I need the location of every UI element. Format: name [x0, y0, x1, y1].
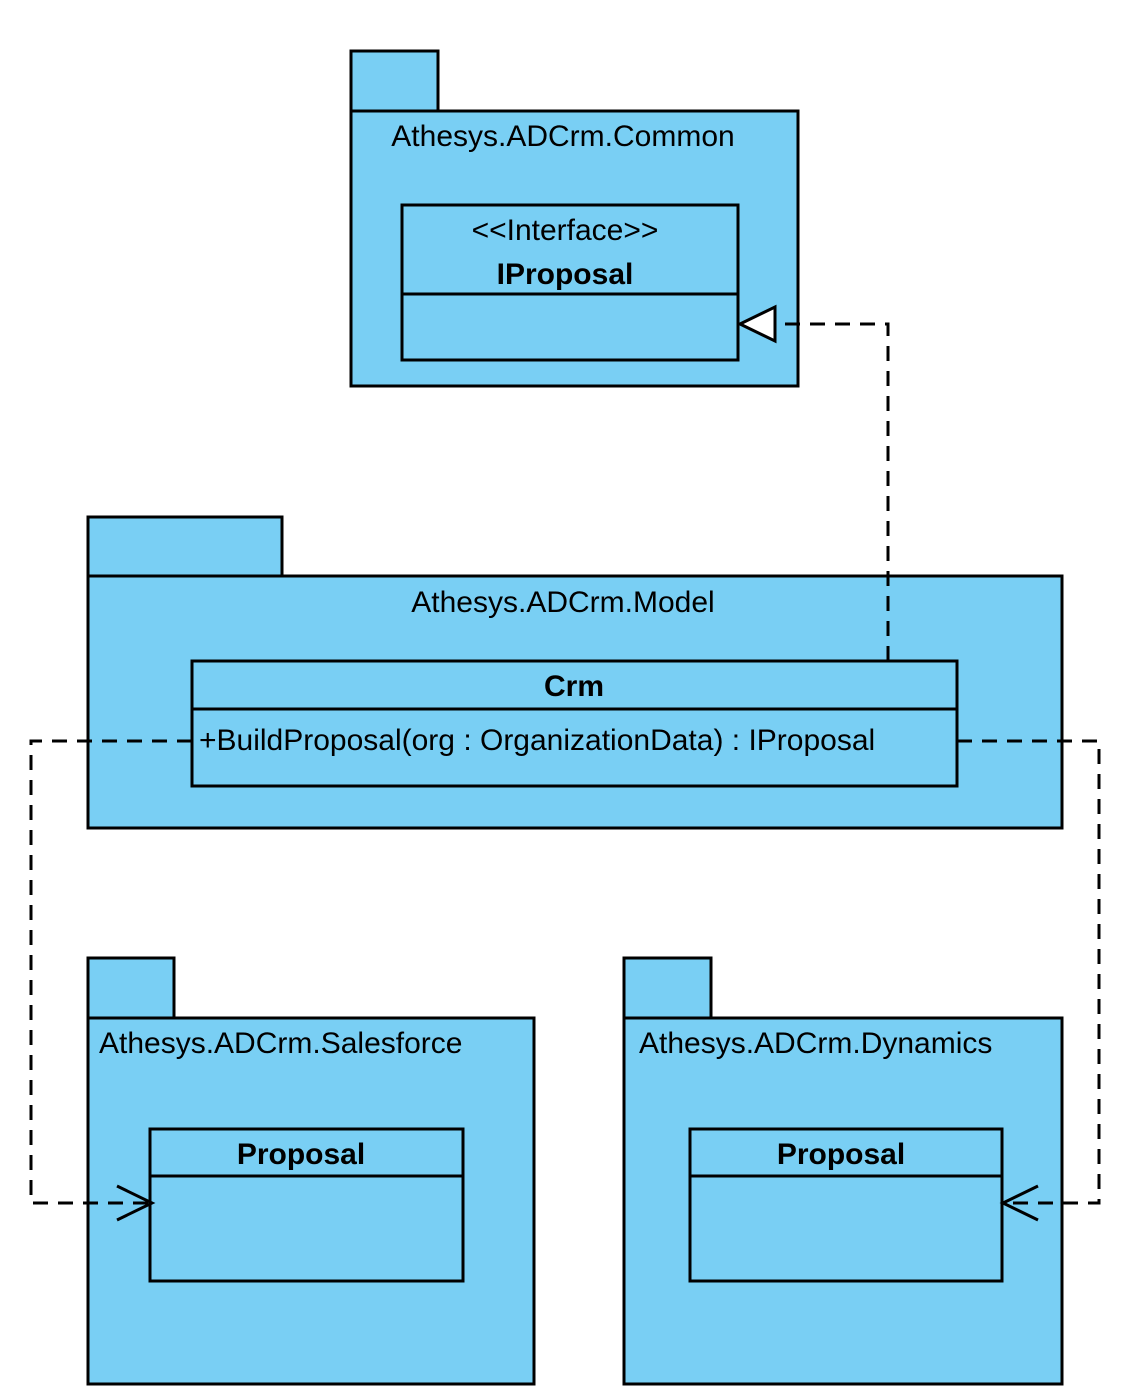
interface-iproposal-box — [400, 203, 740, 362]
package-dynamics-name: Athesys.ADCrm.Dynamics — [639, 1027, 992, 1060]
class-salesforce-proposal-name: Proposal — [237, 1138, 365, 1171]
package-dynamics-tab — [622, 956, 713, 1020]
class-salesforce-proposal-box — [148, 1127, 465, 1283]
dependency-arrowhead-dynamics — [999, 1184, 1039, 1222]
package-salesforce-tab — [86, 956, 176, 1020]
realization-arrowhead — [736, 304, 777, 344]
dependency-connector-dynamics[interactable] — [957, 739, 1101, 1222]
package-model-tab — [86, 515, 284, 578]
package-dynamics[interactable]: Athesys.ADCrm.Dynamics Proposal — [622, 956, 1064, 1386]
class-dynamics-proposal[interactable]: Proposal — [688, 1127, 1004, 1283]
interface-iproposal-name: IProposal — [497, 258, 634, 291]
package-salesforce[interactable]: Athesys.ADCrm.Salesforce Proposal — [86, 956, 536, 1386]
package-model[interactable]: Athesys.ADCrm.Model Crm +BuildProposal(o… — [86, 515, 1064, 830]
package-common[interactable]: Athesys.ADCrm.Common <<Interface>> IProp… — [349, 49, 800, 388]
realization-connector[interactable] — [736, 304, 890, 661]
class-crm-box — [190, 659, 959, 788]
class-salesforce-proposal[interactable]: Proposal — [148, 1127, 465, 1283]
dependency-line-salesforce — [29, 739, 192, 1205]
class-crm-operation: +BuildProposal(org : OrganizationData) :… — [199, 724, 875, 757]
class-crm-name: Crm — [544, 670, 604, 703]
class-dynamics-proposal-box — [688, 1127, 1004, 1283]
interface-stereotype: <<Interface>> — [472, 214, 659, 247]
package-salesforce-name: Athesys.ADCrm.Salesforce — [99, 1027, 462, 1060]
class-crm[interactable]: Crm +BuildProposal(org : OrganizationDat… — [190, 659, 959, 788]
interface-iproposal[interactable]: <<Interface>> IProposal — [400, 203, 740, 362]
package-model-name: Athesys.ADCrm.Model — [411, 586, 714, 619]
dependency-connector-salesforce[interactable] — [29, 739, 192, 1222]
class-dynamics-proposal-name: Proposal — [777, 1138, 905, 1171]
realization-line — [775, 322, 890, 661]
package-common-name: Athesys.ADCrm.Common — [391, 120, 734, 153]
package-common-tab — [349, 49, 440, 113]
dependency-line-dynamics — [957, 739, 1101, 1205]
dependency-arrowhead-salesforce — [116, 1184, 156, 1222]
